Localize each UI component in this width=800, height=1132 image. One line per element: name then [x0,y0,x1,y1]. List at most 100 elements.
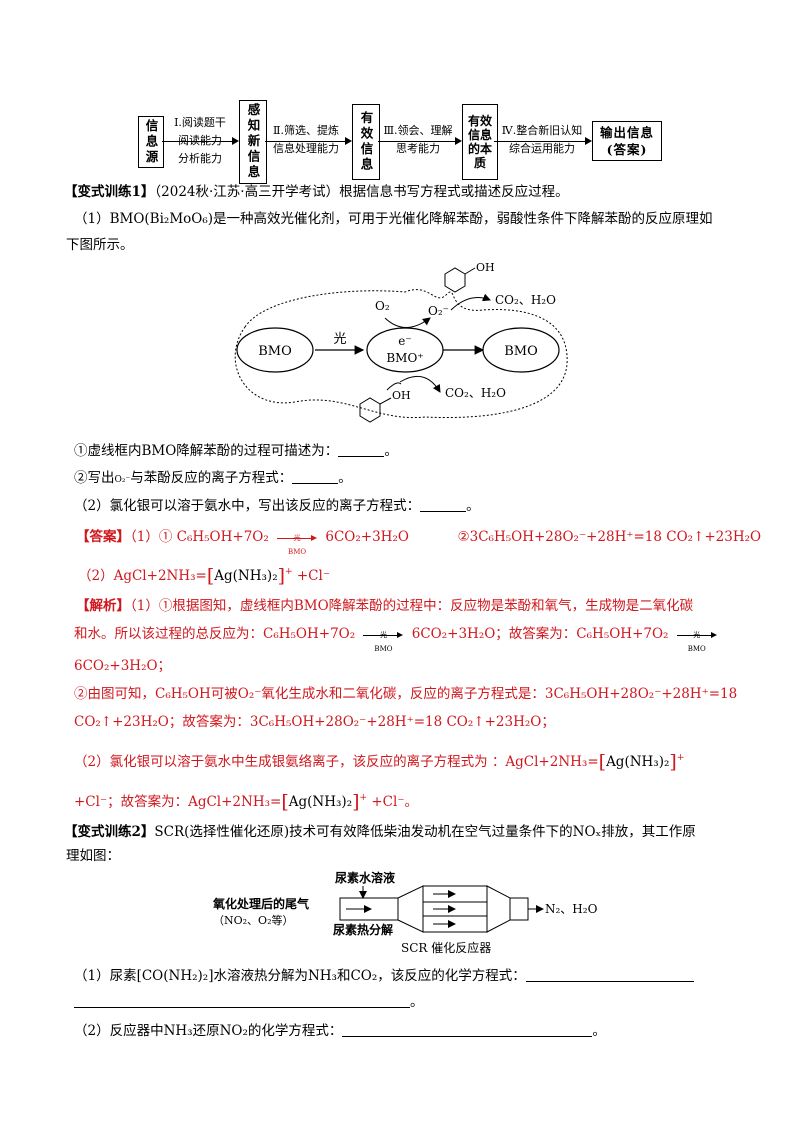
answer-2: ②3C₆H₅OH+28O₂⁻+28H⁺=18 CO₂↑+23H₂O [457,529,762,545]
ex2-title: 【变式训练2】 [64,824,155,840]
answer-label: 【答案】 [76,529,130,545]
ex1-sub1-text: ①虚线框内BMO降解苯酚的过程可描述为： [74,443,339,459]
oh-bottom-label: OH [392,389,411,402]
flow-label-1-bot2: 分析能力 [178,152,222,165]
light-label: 光 [333,332,346,347]
answer-3-b: +Cl⁻ [292,568,330,584]
ex1-q2-text: （2）氯化银可以溶于氨水中，写出该反应的离子方程式： [74,498,421,514]
period: 。 [384,443,398,459]
analysis-2-mid: 6CO₂+3H₂O；故答案为：C₆H₅OH+7O₂ [411,626,669,642]
ex1-heading: 【变式训练1】（2024秋·江苏·高三开学考试）根据信息书写方程式或描述反应过程… [64,182,569,202]
ex1-q2: （2）氯化银可以溶于氨水中，写出该反应的离子方程式： 。 [74,496,480,516]
ex1-analysis-line4: ②由图可知，C₆H₅OH可被O₂⁻氧化生成水和二氧化碳，反应的离子方程式是：3C… [74,686,738,702]
cond-bot: BMO [288,547,307,556]
products-bottom-label: CO₂、H₂O [445,386,506,400]
ex1-sub2-b: 与苯酚反应的离子方程式： [130,470,293,486]
ex2-q1: （1）尿素[CO(NH₂)₂]水溶液热分解为NH₃和CO₂，该反应的化学方程式： [74,966,694,986]
ex2-line2: 理如图： [66,848,120,864]
tail-gas-sub-label: （NO₂、O₂等） [213,913,293,927]
bmo-photocatalysis-diagram: BMO 光 e⁻ BMO⁺ BMO O₂ O₂⁻ OH CO₂、H₂O CO₂、… [234,261,568,423]
answer-3-a: （2）AgCl+2NH₃= [78,568,207,584]
flow-label-2-bot: 信息处理能力 [273,142,339,155]
tail-gas-label: 氧化处理后的尾气 [212,896,309,911]
flow-label-3-top: Ⅲ.领会、理解 [383,124,453,137]
ex2-q1-text: （1）尿素[CO(NH₂)₂]水溶液热分解为NH₃和CO₂，该反应的化学方程式： [74,968,526,984]
ex1-analysis-line5: CO₂↑+23H₂O；故答案为：3C₆H₅OH+28O₂⁻+28H⁺=18 CO… [74,714,555,730]
ex2-heading: 【变式训练2】SCR(选择性催化还原)技术可有效降低柴油发动机在空气过量条件下的… [64,822,696,842]
bmo-left-ellipse [236,327,314,373]
flow-box-info-source: 信息源 [138,116,164,168]
flow-label-4-top: Ⅳ.整合新旧认知 [501,124,583,137]
phenol-top-icon [444,267,476,293]
flow-box-output: 输出信息 (答案) [592,121,662,161]
flow-label-1-top: Ⅰ.阅读题干 [174,116,226,129]
flow-box-output-line2: (答案) [606,142,648,157]
answer-1-right: 6CO₂+3H₂O [325,529,409,545]
analysis-1: （1）①根据图知，虚线框内BMO降解苯酚的过程中：反应物是苯酚和氧气，生成物是二… [130,598,694,614]
scr-caption: SCR 催化反应器 [401,940,491,955]
products-label: N₂、H₂O [545,902,598,916]
ex1-analysis-line7: +Cl⁻；故答案为：AgCl+2NH₃=[Ag(NH₃)₂]+ +Cl⁻。 [74,791,418,813]
o2-label: O₂ [375,299,390,313]
flow-label-2: Ⅱ.筛选、提炼 信息处理能力 [266,122,346,158]
flow-label-4: Ⅳ.整合新旧认知 综合运用能力 [496,122,588,158]
flow-box-essence-text: 有效信息的本质 [467,114,492,170]
cond-bot: BMO [374,644,393,653]
ex2-q2-text: （2）反应器中NH₃还原NO₂的化学方程式： [74,1023,343,1039]
dotted-boundary [234,289,568,419]
flow-box-perceive: 感知新信息 [239,100,267,184]
analysis-7-a: +Cl⁻；故答案为：AgCl+2NH₃= [74,794,282,810]
flow-label-3: Ⅲ.领会、理解 思考能力 [380,122,456,158]
flow-label-2-top: Ⅱ.筛选、提炼 [273,124,339,137]
urea-decomp-label: 尿素热分解 [333,922,393,937]
scr-reactor-diagram: 尿素水溶液 氧化处理后的尾气 （NO₂、O₂等） N₂、H₂O 尿素热分解 SC… [212,870,598,955]
flow-box-output-line1: 输出信息 [599,125,654,140]
ex1-title: 【变式训练1】 [64,184,155,200]
ex1-q1-line2: 下图所示。 [66,237,134,253]
flow-box-effective: 有效信息 [352,104,380,180]
analysis-complex-2: Ag(NH₃)₂ [288,794,353,810]
center-top-label: e⁻ [398,334,411,348]
ex1-sub1: ①虚线框内BMO降解苯酚的过程可描述为： 。 [74,441,398,461]
urea-solution-label: 尿素水溶液 [335,870,395,885]
answer-3-complex: Ag(NH₃)₂ [214,568,278,584]
analysis-2: 和水。所以该过程的总反应为：C₆H₅OH+7O₂ [74,626,356,642]
ex2-line1: SCR(选择性催化还原)技术可有效降低柴油发动机在空气过量条件下的NOₓ排放，其… [154,824,696,840]
flow-label-3-bot: 思考能力 [396,142,440,155]
ex1-sub2-ion: O₂⁻ [114,475,131,485]
analysis-7-b: +Cl⁻。 [367,794,418,810]
analysis-complex: Ag(NH₃)₂ [606,754,670,770]
answer-1: （1）① C₆H₅OH+7O₂ [130,529,269,545]
bmo-left-label: BMO [258,344,292,359]
oh-top-label: OH [476,261,495,274]
ex1-q1-line1: （1）BMO(Bi₂MoO₆)是一种高效光催化剂，可用于光催化降解苯酚，弱酸性条… [74,211,713,227]
ex2-q1-cont: 。 [74,992,424,1012]
phenol-bottom-icon [359,397,392,423]
period: 。 [592,1023,606,1039]
period: 。 [410,994,424,1010]
ex1-analysis-line3: 6CO₂+3H₂O； [74,658,172,674]
o2-minus-label: O₂⁻ [428,304,449,318]
analysis-label: 【解析】 [76,598,130,614]
ex1-analysis-line6: （2）氯化银可以溶于氨水中生成银氨络离子，该反应的离子方程式为 ：AgCl+2N… [74,751,685,773]
flow-label-1: Ⅰ.阅读题干 阅读能力 分析能力 [162,114,238,168]
flow-label-4-bot: 综合运用能力 [509,142,575,155]
cond-bot: BMO [687,644,706,653]
ex1-analysis-line1: 【解析】（1）①根据图知，虚线框内BMO降解苯酚的过程中：反应物是苯酚和氧气，生… [76,596,693,616]
ex2-q2: （2）反应器中NH₃还原NO₂的化学方程式： 。 [74,1021,606,1041]
flow-label-1-bot1: 阅读能力 [178,134,222,147]
period: 。 [466,498,480,514]
bmo-right-ellipse [482,327,560,373]
center-bot-label: BMO⁺ [386,351,423,365]
analysis-6: （2）氯化银可以溶于氨水中生成银氨络离子，该反应的离子方程式为 ：AgCl+2N… [74,754,599,770]
bmo-right-label: BMO [504,344,538,359]
ex1-sub2: ②写出O₂⁻与苯酚反应的离子方程式：。 [74,468,352,490]
ex1-answer-line2: （2）AgCl+2NH₃=[Ag(NH₃)₂]+ +Cl⁻ [78,565,330,587]
ex1-source: （2024秋·江苏·高三开学考试）根据信息书写方程式或描述反应过程。 [154,184,569,200]
products-top-label: CO₂、H₂O [495,293,556,307]
